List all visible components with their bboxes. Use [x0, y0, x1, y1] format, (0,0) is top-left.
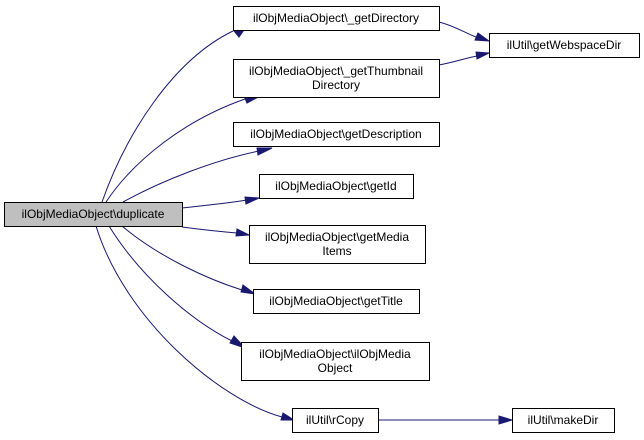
node-ilObjMediaObject[interactable]: ilObjMediaObject\ilObjMediaObject: [241, 342, 430, 381]
node-label-line: ilUtil\rCopy: [306, 413, 364, 427]
node-box: [241, 342, 430, 381]
node-box: [249, 225, 426, 264]
edge-line: [122, 150, 260, 203]
edge-duplicate-rCopy: [95, 225, 296, 421]
edge-getDirectory-getWebspaceDir: [438, 21, 491, 42]
node-box: [233, 6, 440, 31]
edge-arrowhead: [240, 284, 256, 295]
edge-line: [438, 55, 478, 66]
node-getDirectory[interactable]: ilObjMediaObject\_getDirectory: [233, 6, 440, 31]
edge-duplicate-getDirectory: [101, 19, 252, 203]
node-box: [292, 408, 379, 433]
node-box: [512, 408, 615, 433]
edge-arrowhead: [498, 415, 514, 425]
node-label-line: Directory: [312, 78, 360, 92]
edge-line: [438, 21, 477, 38]
edge-line: [181, 199, 248, 209]
node-label-line: ilObjMediaObject\_getThumbnail: [249, 64, 423, 78]
node-getDescription[interactable]: ilObjMediaObject\getDescription: [233, 122, 440, 147]
edges-layer: [95, 19, 514, 425]
node-duplicate[interactable]: ilObjMediaObject\duplicate: [4, 202, 183, 227]
node-getWebspaceDir[interactable]: ilUtil\getWebspaceDir: [489, 33, 640, 58]
node-box: [4, 202, 183, 227]
edge-line: [121, 225, 243, 291]
node-box: [253, 289, 420, 314]
edge-arrowhead: [475, 51, 491, 60]
node-getTitle[interactable]: ilObjMediaObject\getTitle: [253, 289, 420, 314]
node-label-line: ilObjMediaObject\getTitle: [269, 294, 403, 308]
edge-arrowhead: [256, 147, 273, 156]
edge-duplicate-getMediaItems: [181, 226, 251, 237]
edge-arrowhead: [244, 196, 260, 205]
edge-duplicate-getDescription: [122, 147, 273, 203]
node-rCopy[interactable]: ilUtil\rCopy: [292, 408, 379, 433]
edge-arrowhead: [235, 228, 251, 237]
edge-line: [181, 226, 238, 234]
edge-duplicate-getThumbnailDirectory: [105, 94, 263, 203]
node-label-line: ilObjMediaObject\getId: [275, 179, 396, 193]
node-label-line: ilUtil\makeDir: [528, 413, 599, 427]
node-makeDir[interactable]: ilUtil\makeDir: [512, 408, 615, 433]
node-box: [233, 59, 440, 98]
node-label-line: ilObjMediaObject\ilObjMedia: [259, 347, 411, 361]
edge-line: [105, 98, 246, 203]
node-label-line: ilUtil\getWebspaceDir: [507, 38, 622, 52]
edge-line: [95, 225, 283, 418]
node-label-line: ilObjMediaObject\getMedia: [265, 230, 409, 244]
node-box: [489, 33, 640, 58]
edge-line: [101, 30, 234, 203]
edge-duplicate-ilObjMediaObject: [108, 225, 247, 350]
edge-arrowhead: [280, 412, 296, 421]
node-box: [259, 174, 414, 199]
edge-rCopy-makeDir: [378, 415, 514, 425]
node-getId[interactable]: ilObjMediaObject\getId: [259, 174, 414, 199]
edge-getThumbnailDirectory-getWebspaceDir: [438, 51, 491, 66]
node-label-line: ilObjMediaObject\getDescription: [250, 127, 421, 141]
edge-arrowhead: [474, 32, 491, 42]
edge-duplicate-getId: [181, 196, 260, 209]
node-label-line: Items: [322, 244, 351, 258]
edge-duplicate-getTitle: [121, 225, 256, 295]
node-label-line: Object: [318, 361, 353, 375]
edge-line: [108, 225, 233, 342]
nodes-layer: ilObjMediaObject\duplicate ilObjMediaObje…: [4, 6, 640, 433]
node-label-line: ilObjMediaObject\duplicate: [22, 207, 165, 221]
node-label-line: ilObjMediaObject\_getDirectory: [253, 11, 419, 25]
node-box: [233, 122, 440, 147]
